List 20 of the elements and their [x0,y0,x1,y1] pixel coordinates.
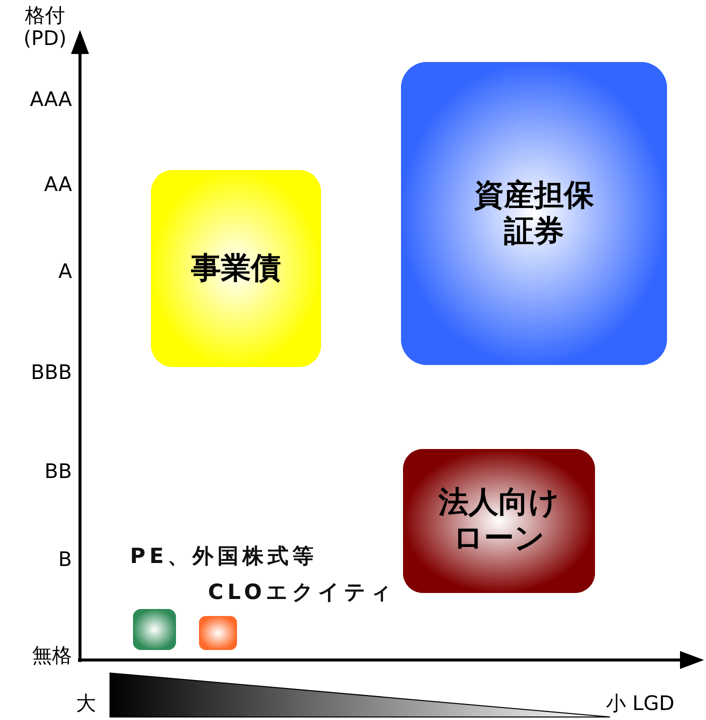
category-box [151,170,321,367]
category-label: 法人向けローン [437,485,560,557]
rating-label: A [57,260,72,283]
scale-label: 大 [76,692,97,715]
rating-label: BB [44,460,72,483]
square-marker [133,609,176,650]
category-box [401,62,667,365]
rating-label: AA [43,173,72,196]
marker-label: PE、外国株式等 [130,543,318,570]
scale-label: 小 LGD [606,692,676,715]
marker-label: CLOエクイティ [208,579,396,606]
rating-label: BBB [30,361,72,384]
category-box [403,449,595,593]
category-label: 事業債 [190,250,282,286]
rating-label: 無格 [31,644,72,667]
square-marker [199,616,237,650]
rating-label: AAA [28,88,72,111]
category-label: 資産担保証券 [473,178,595,250]
axis-title: 格付(PD) [22,4,68,50]
rating-label: B [57,548,72,571]
